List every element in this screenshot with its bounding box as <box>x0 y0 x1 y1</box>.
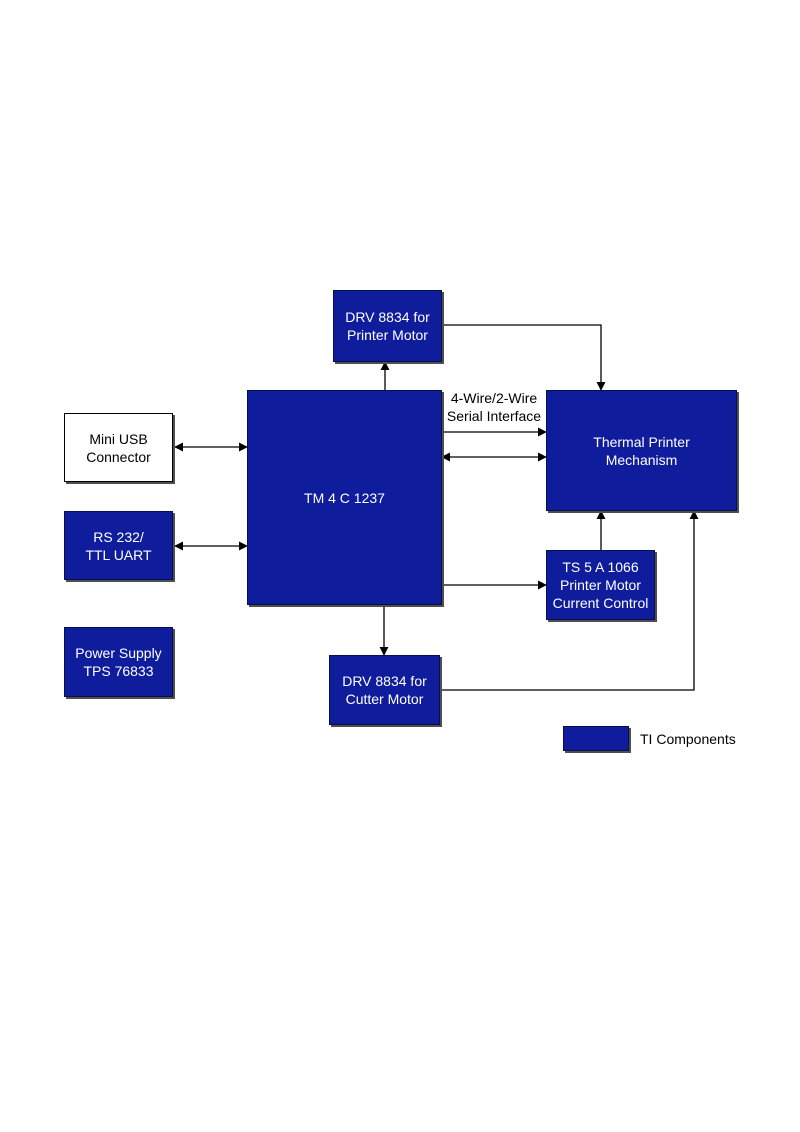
thermal-printer-mechanism-block: Thermal Printer Mechanism <box>546 390 737 511</box>
drv8834-cutter-motor-block: DRV 8834 for Cutter Motor <box>329 655 440 725</box>
power-supply-block: Power Supply TPS 76833 <box>64 627 173 697</box>
thermal-printer-mechanism-label: Thermal Printer Mechanism <box>593 433 690 468</box>
tm4c1237-mcu-block: TM 4 C 1237 <box>247 390 442 605</box>
mini-usb-connector-label: Mini USB Connector <box>86 430 151 465</box>
drv8834-cutter-motor-label: DRV 8834 for Cutter Motor <box>342 673 427 707</box>
legend-swatch <box>563 726 629 751</box>
wire-drv-printer-thermal <box>442 324 606 391</box>
drv8834-printer-motor-block: DRV 8834 for Printer Motor <box>333 290 442 362</box>
serial-interface-annotation: 4-Wire/2-Wire Serial Interface <box>446 390 542 424</box>
rs232-ttl-uart-block: RS 232/ TTL UART <box>64 511 173 580</box>
wire-drv-cutter-thermal <box>440 510 699 691</box>
mini-usb-connector-block: Mini USB Connector <box>64 413 173 482</box>
ts5a1066-current-control-block: TS 5 A 1066 Printer Motor Current Contro… <box>546 550 655 620</box>
drv8834-printer-motor-label: DRV 8834 for Printer Motor <box>345 309 430 343</box>
rs232-ttl-uart-label: RS 232/ TTL UART <box>85 528 152 563</box>
tm4c1237-mcu-label: TM 4 C 1237 <box>304 489 385 506</box>
legend-label: TI Components <box>640 731 736 747</box>
ts5a1066-current-control-label: TS 5 A 1066 Printer Motor Current Contro… <box>552 559 649 611</box>
power-supply-label: Power Supply TPS 76833 <box>75 645 162 679</box>
